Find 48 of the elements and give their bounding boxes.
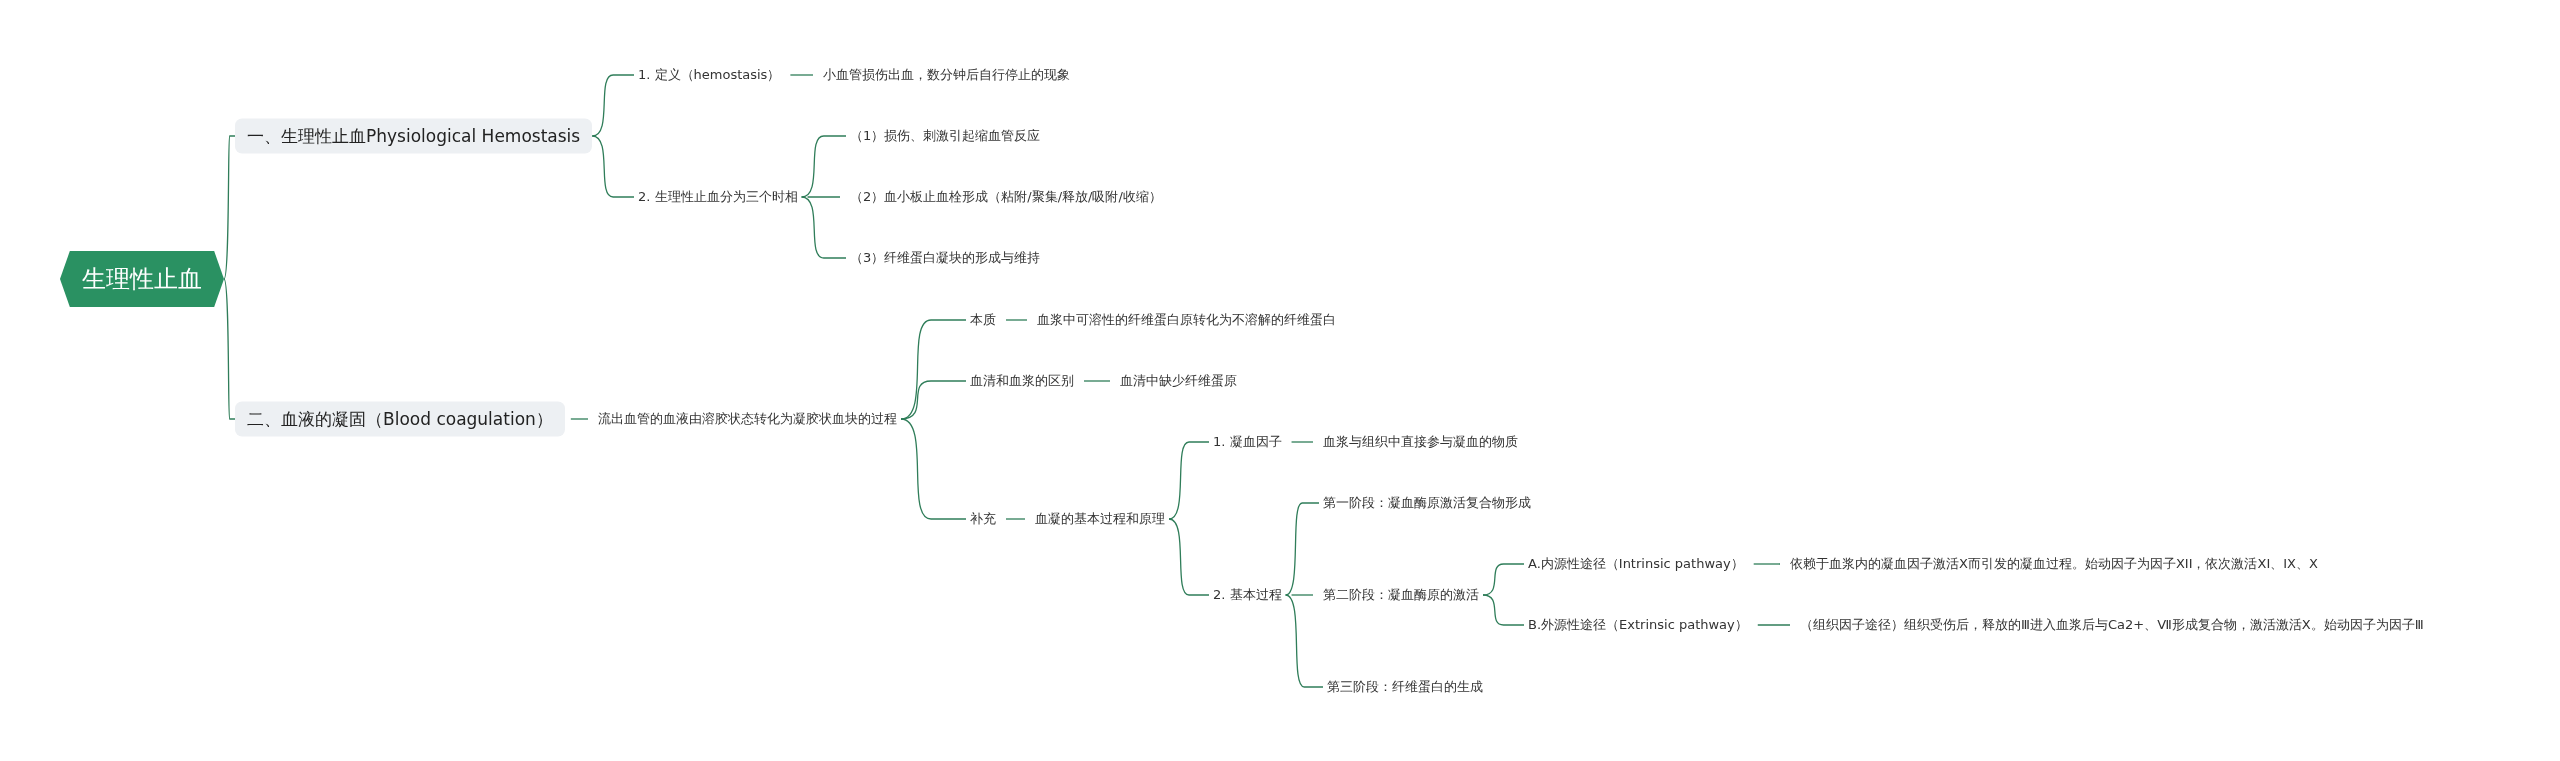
connector-line: [1005, 319, 1028, 321]
connector-line: [800, 196, 847, 259]
branch-text: 血浆与组织中直接参与凝血的物质: [1319, 431, 1522, 453]
branch-text: （2）血小板止血栓形成（粘附/聚集/释放/吸附/收缩）: [846, 186, 1166, 208]
branch-text: 流出血管的血液由溶胶状态转化为凝胶状血块的过程: [594, 408, 901, 430]
connector-line: [1290, 441, 1314, 443]
connector-line: [570, 418, 589, 420]
connector-line: [1005, 518, 1026, 520]
branch-text: 本质: [966, 309, 1000, 331]
connector-line: [900, 418, 967, 520]
branch-text: 血凝的基本过程和原理: [1031, 508, 1169, 530]
connector-line: [1083, 380, 1111, 382]
connector-line: [800, 135, 847, 198]
branch-text: 血清和血浆的区别: [966, 370, 1078, 392]
branch-text: 补充: [966, 508, 1000, 530]
connector-line: [806, 196, 841, 198]
connector-line: [1482, 563, 1525, 596]
branch-text: 血清中缺少纤维蛋原: [1116, 370, 1241, 392]
connector-line: [789, 74, 814, 76]
connector-line: [223, 278, 236, 420]
branch-text: 第一阶段：凝血酶原激活复合物形成: [1319, 492, 1535, 514]
connector-line: [591, 135, 635, 198]
connector-line: [223, 135, 236, 280]
connector-line: [1482, 594, 1525, 626]
connector-line: [1290, 594, 1314, 596]
branch-text: B.外源性途径（Extrinsic pathway）: [1524, 614, 1752, 636]
branch-text: 1. 凝血因子: [1209, 431, 1286, 453]
branch-text: 2. 生理性止血分为三个时相: [634, 186, 802, 208]
branch-text: 小血管损伤出血，数分钟后自行停止的现象: [819, 64, 1074, 86]
branch-text: 1. 定义（hemostasis）: [634, 64, 785, 86]
connector-line: [1168, 518, 1210, 596]
central-topic: 生理性止血: [60, 251, 224, 307]
branch-text: （1）损伤、刺激引起缩血管反应: [846, 125, 1045, 147]
branch-text: （3）纤维蛋白凝块的形成与维持: [846, 247, 1045, 269]
branch-text: 依赖于血浆内的凝血因子激活Ⅹ而引发的凝血过程。始动因子为因子XII，依次激活XI、IX、X: [1786, 553, 2322, 575]
branch-text: 第三阶段：纤维蛋白的生成: [1323, 676, 1487, 698]
connector-line: [1753, 563, 1781, 565]
branch-text: （组织因子途径）组织受伤后，释放的Ⅲ进入血浆后与Ca2+、Ⅶ形成复合物，激活激活Ⅹ。始动因子为因子Ⅲ: [1796, 614, 2428, 636]
connector-line: [900, 380, 967, 420]
branch-text: A.内源性途径（Intrinsic pathway）: [1524, 553, 1748, 575]
branch-text: 血浆中可溶性的纤维蛋白原转化为不溶解的纤维蛋白: [1033, 309, 1340, 331]
branch-text: 第二阶段：凝血酶原的激活: [1319, 584, 1483, 606]
topic-box: 一、生理性止血Physiological Hemostasis: [235, 118, 593, 154]
connector-line: [1168, 441, 1210, 520]
connector-line: [1757, 624, 1791, 626]
branch-text: 2. 基本过程: [1209, 584, 1286, 606]
topic-box: 二、血液的凝固（Blood coagulation）: [235, 401, 565, 437]
connector-line: [591, 74, 635, 137]
